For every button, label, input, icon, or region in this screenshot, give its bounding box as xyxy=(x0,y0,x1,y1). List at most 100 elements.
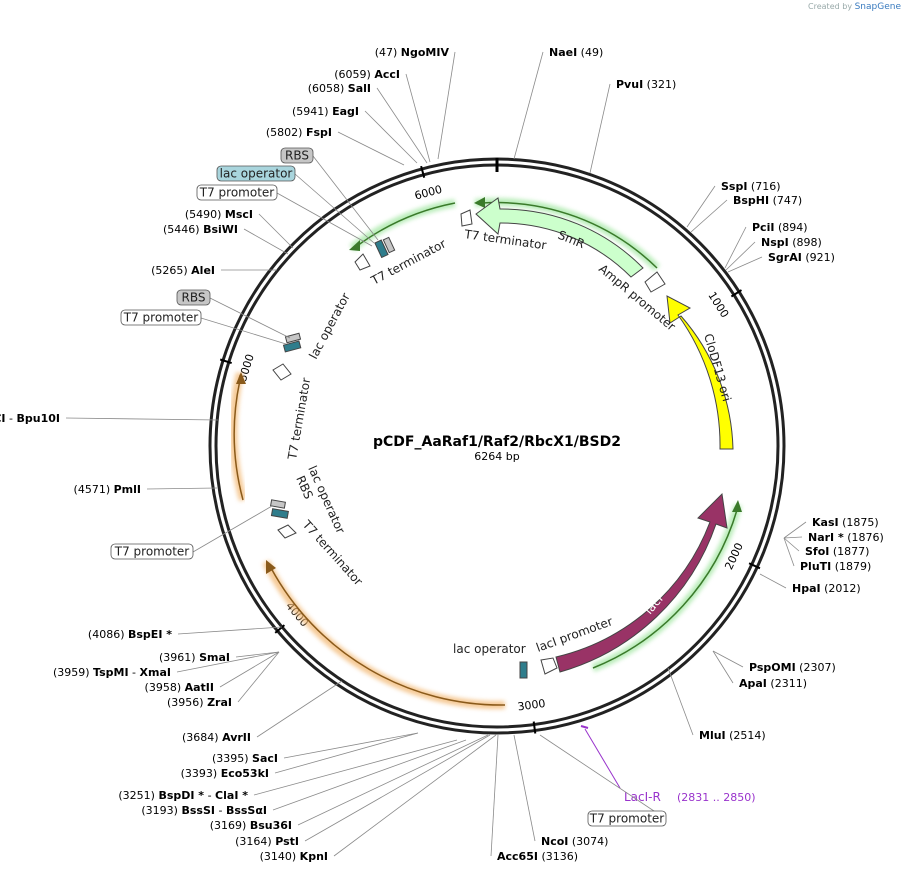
enzyme-label-nspi[interactable]: NspI (898) xyxy=(761,236,822,249)
inner-label-t7-terminator-3: T7 terminator xyxy=(285,377,313,462)
enzyme-label-sspi[interactable]: SspI (716) xyxy=(721,180,781,193)
enzyme-label-sfoi[interactable]: SfoI (1877) xyxy=(805,545,869,558)
leader-sali xyxy=(376,87,428,164)
leader-zrai xyxy=(237,651,280,703)
boxed-label-bg-5 xyxy=(110,543,194,560)
enzyme-label-avrii[interactable]: (3684) AvrII xyxy=(182,731,251,744)
plasmid-name: pCDF_AaRaf1/Raf2/RbcX1/BSD2 xyxy=(373,434,621,450)
boxed-leader-4 xyxy=(200,317,287,345)
smr-arrow xyxy=(475,197,644,278)
boxed-label-promoter-4[interactable]: T7 promoter xyxy=(123,311,199,325)
operator-mark-3 xyxy=(270,508,289,519)
leader-eagi xyxy=(364,110,418,164)
enzyme-label-eagi[interactable]: (5941) EagI xyxy=(292,105,359,118)
leader-tspmi xyxy=(176,651,280,673)
tick-2000 xyxy=(748,562,761,570)
t7-term-shape-4 xyxy=(277,524,297,539)
leader-saci xyxy=(283,732,419,759)
enzyme-leader-lines xyxy=(65,51,807,857)
enzyme-label-aatii[interactable]: (3958) AatII xyxy=(145,681,214,694)
enzyme-label-fspi[interactable]: (5802) FspI xyxy=(266,126,332,139)
tick-4000 xyxy=(274,624,286,634)
boxed-label-operator-1[interactable]: lac operator xyxy=(220,167,293,181)
enzyme-label-mlui[interactable]: MluI (2514) xyxy=(699,729,766,742)
leader-nspi xyxy=(725,241,756,271)
leader-pspomi xyxy=(712,650,744,668)
enzyme-label-hpai[interactable]: HpaI (2012) xyxy=(792,582,861,595)
leader-pluti xyxy=(783,537,795,567)
laci-arrow xyxy=(555,492,728,673)
rbs-mark-1 xyxy=(382,236,396,254)
rbs-mark-2 xyxy=(284,332,302,344)
tick-5000 xyxy=(219,358,232,365)
leader-pcii xyxy=(724,226,747,269)
enzyme-label-sali[interactable]: (6058) SalI xyxy=(308,82,371,95)
leader-aatii xyxy=(219,651,280,688)
boxed-label-promoter-6[interactable]: T7 promoter xyxy=(589,812,665,826)
leader-bspdi xyxy=(253,739,458,796)
enzyme-label-bsu36i[interactable]: (3169) Bsu36I xyxy=(210,819,292,832)
enzyme-label-bsssi[interactable]: (3193) BssSI - BssSαI xyxy=(141,804,267,817)
boxed-label-bg-0 xyxy=(280,147,314,164)
clodf13-ori-arrow xyxy=(666,295,734,450)
enzyme-label-pspomi[interactable]: PspOMI (2307) xyxy=(749,661,836,674)
inner-label-lac-operator-3: lac operator xyxy=(453,642,526,656)
enzyme-label-pluti[interactable]: PluTI (1879) xyxy=(800,560,871,573)
enzyme-label-bspei[interactable]: (4086) BspEI * xyxy=(88,628,172,641)
enzyme-label-tspmi[interactable]: (3959) TspMI - XmaI xyxy=(53,666,171,679)
feature-thin-arrows xyxy=(233,197,742,706)
enzyme-label-nari[interactable]: NarI * (1876) xyxy=(808,531,884,544)
enzyme-label-naei[interactable]: NaeI (49) xyxy=(549,46,603,59)
enzyme-label-kasi[interactable]: KasI (1875) xyxy=(812,516,879,529)
enzyme-label-bspdi[interactable]: (3251) BspDI * - ClaI * xyxy=(118,789,248,802)
enzyme-label-saci[interactable]: (3395) SacI xyxy=(212,752,278,765)
boxed-leader-2 xyxy=(276,192,373,247)
t7-term-shape-2 xyxy=(354,253,371,271)
arrow-upper-green-head xyxy=(349,240,360,251)
enzyme-label-smai[interactable]: (3961) SmaI xyxy=(159,651,230,664)
enzyme-label-psti[interactable]: (3164) PstI xyxy=(235,835,299,848)
arrow-upper-green xyxy=(356,202,456,247)
tick-1000 xyxy=(730,289,743,298)
enzyme-label-acc65i[interactable]: Acc65I (3136) xyxy=(497,850,578,863)
enzyme-label-zrai[interactable]: (3956) ZraI xyxy=(167,696,232,709)
leader-bsssi xyxy=(272,739,467,811)
leader-ngomiv xyxy=(437,51,456,160)
leader-fspi xyxy=(337,131,405,166)
leader-sfoi xyxy=(783,537,800,552)
leader-acci xyxy=(405,73,431,163)
enzyme-label-msci[interactable]: (5490) MscI xyxy=(185,208,253,221)
enzyme-label-eco53ki[interactable]: (3393) Eco53kI xyxy=(181,767,269,780)
enzyme-label-pvui[interactable]: PvuI (321) xyxy=(616,78,676,91)
leader-bspei xyxy=(177,626,283,635)
enzyme-label-pmli[interactable]: (4571) PmlI xyxy=(74,483,141,496)
arrow-bottom-orange-head xyxy=(266,560,276,574)
leader-bsphi xyxy=(690,199,728,233)
leader-avrii xyxy=(256,680,343,738)
enzyme-label-acci[interactable]: (6059) AccI xyxy=(334,68,400,81)
leader-sspi xyxy=(686,185,716,228)
enzyme-label-apai[interactable]: ApaI (2311) xyxy=(739,677,807,690)
enzyme-label-bsiwi[interactable]: (5446) BsiWI xyxy=(163,223,238,236)
inner-label-t7-terminator-1: T7 terminator xyxy=(463,227,548,253)
leader-acc65i xyxy=(490,734,499,857)
arrow-laci-green xyxy=(592,509,738,669)
enzyme-label-pcii[interactable]: PciI (894) xyxy=(752,221,808,234)
boxed-label-promoter-5[interactable]: T7 promoter xyxy=(114,545,190,559)
operator-mark-4 xyxy=(519,661,528,679)
leader-apai xyxy=(712,650,734,684)
enzyme-label-ngomiv[interactable]: (47) NgoMIV xyxy=(375,46,450,59)
leader-pmli xyxy=(146,487,218,490)
enzyme-label-sgrai[interactable]: SgrAI (921) xyxy=(768,251,835,264)
boxed-label-rbs-3[interactable]: RBS xyxy=(182,291,206,305)
enzyme-label-bbvci[interactable]: (4783) BbvCI - Bpu10I xyxy=(0,412,60,425)
leader-bsiwi xyxy=(243,228,289,255)
boxed-label-rbs-0[interactable]: RBS xyxy=(285,149,309,163)
enzyme-label-alei[interactable]: (5265) AleI xyxy=(151,264,215,277)
enzyme-label-ncoi[interactable]: NcoI (3074) xyxy=(541,835,608,848)
boxed-label-promoter-2[interactable]: T7 promoter xyxy=(199,186,275,200)
enzyme-label-bsphi[interactable]: BspHI (747) xyxy=(733,194,802,207)
leader-mlui xyxy=(667,667,694,736)
enzyme-label-kpni[interactable]: (3140) KpnI xyxy=(260,850,328,863)
